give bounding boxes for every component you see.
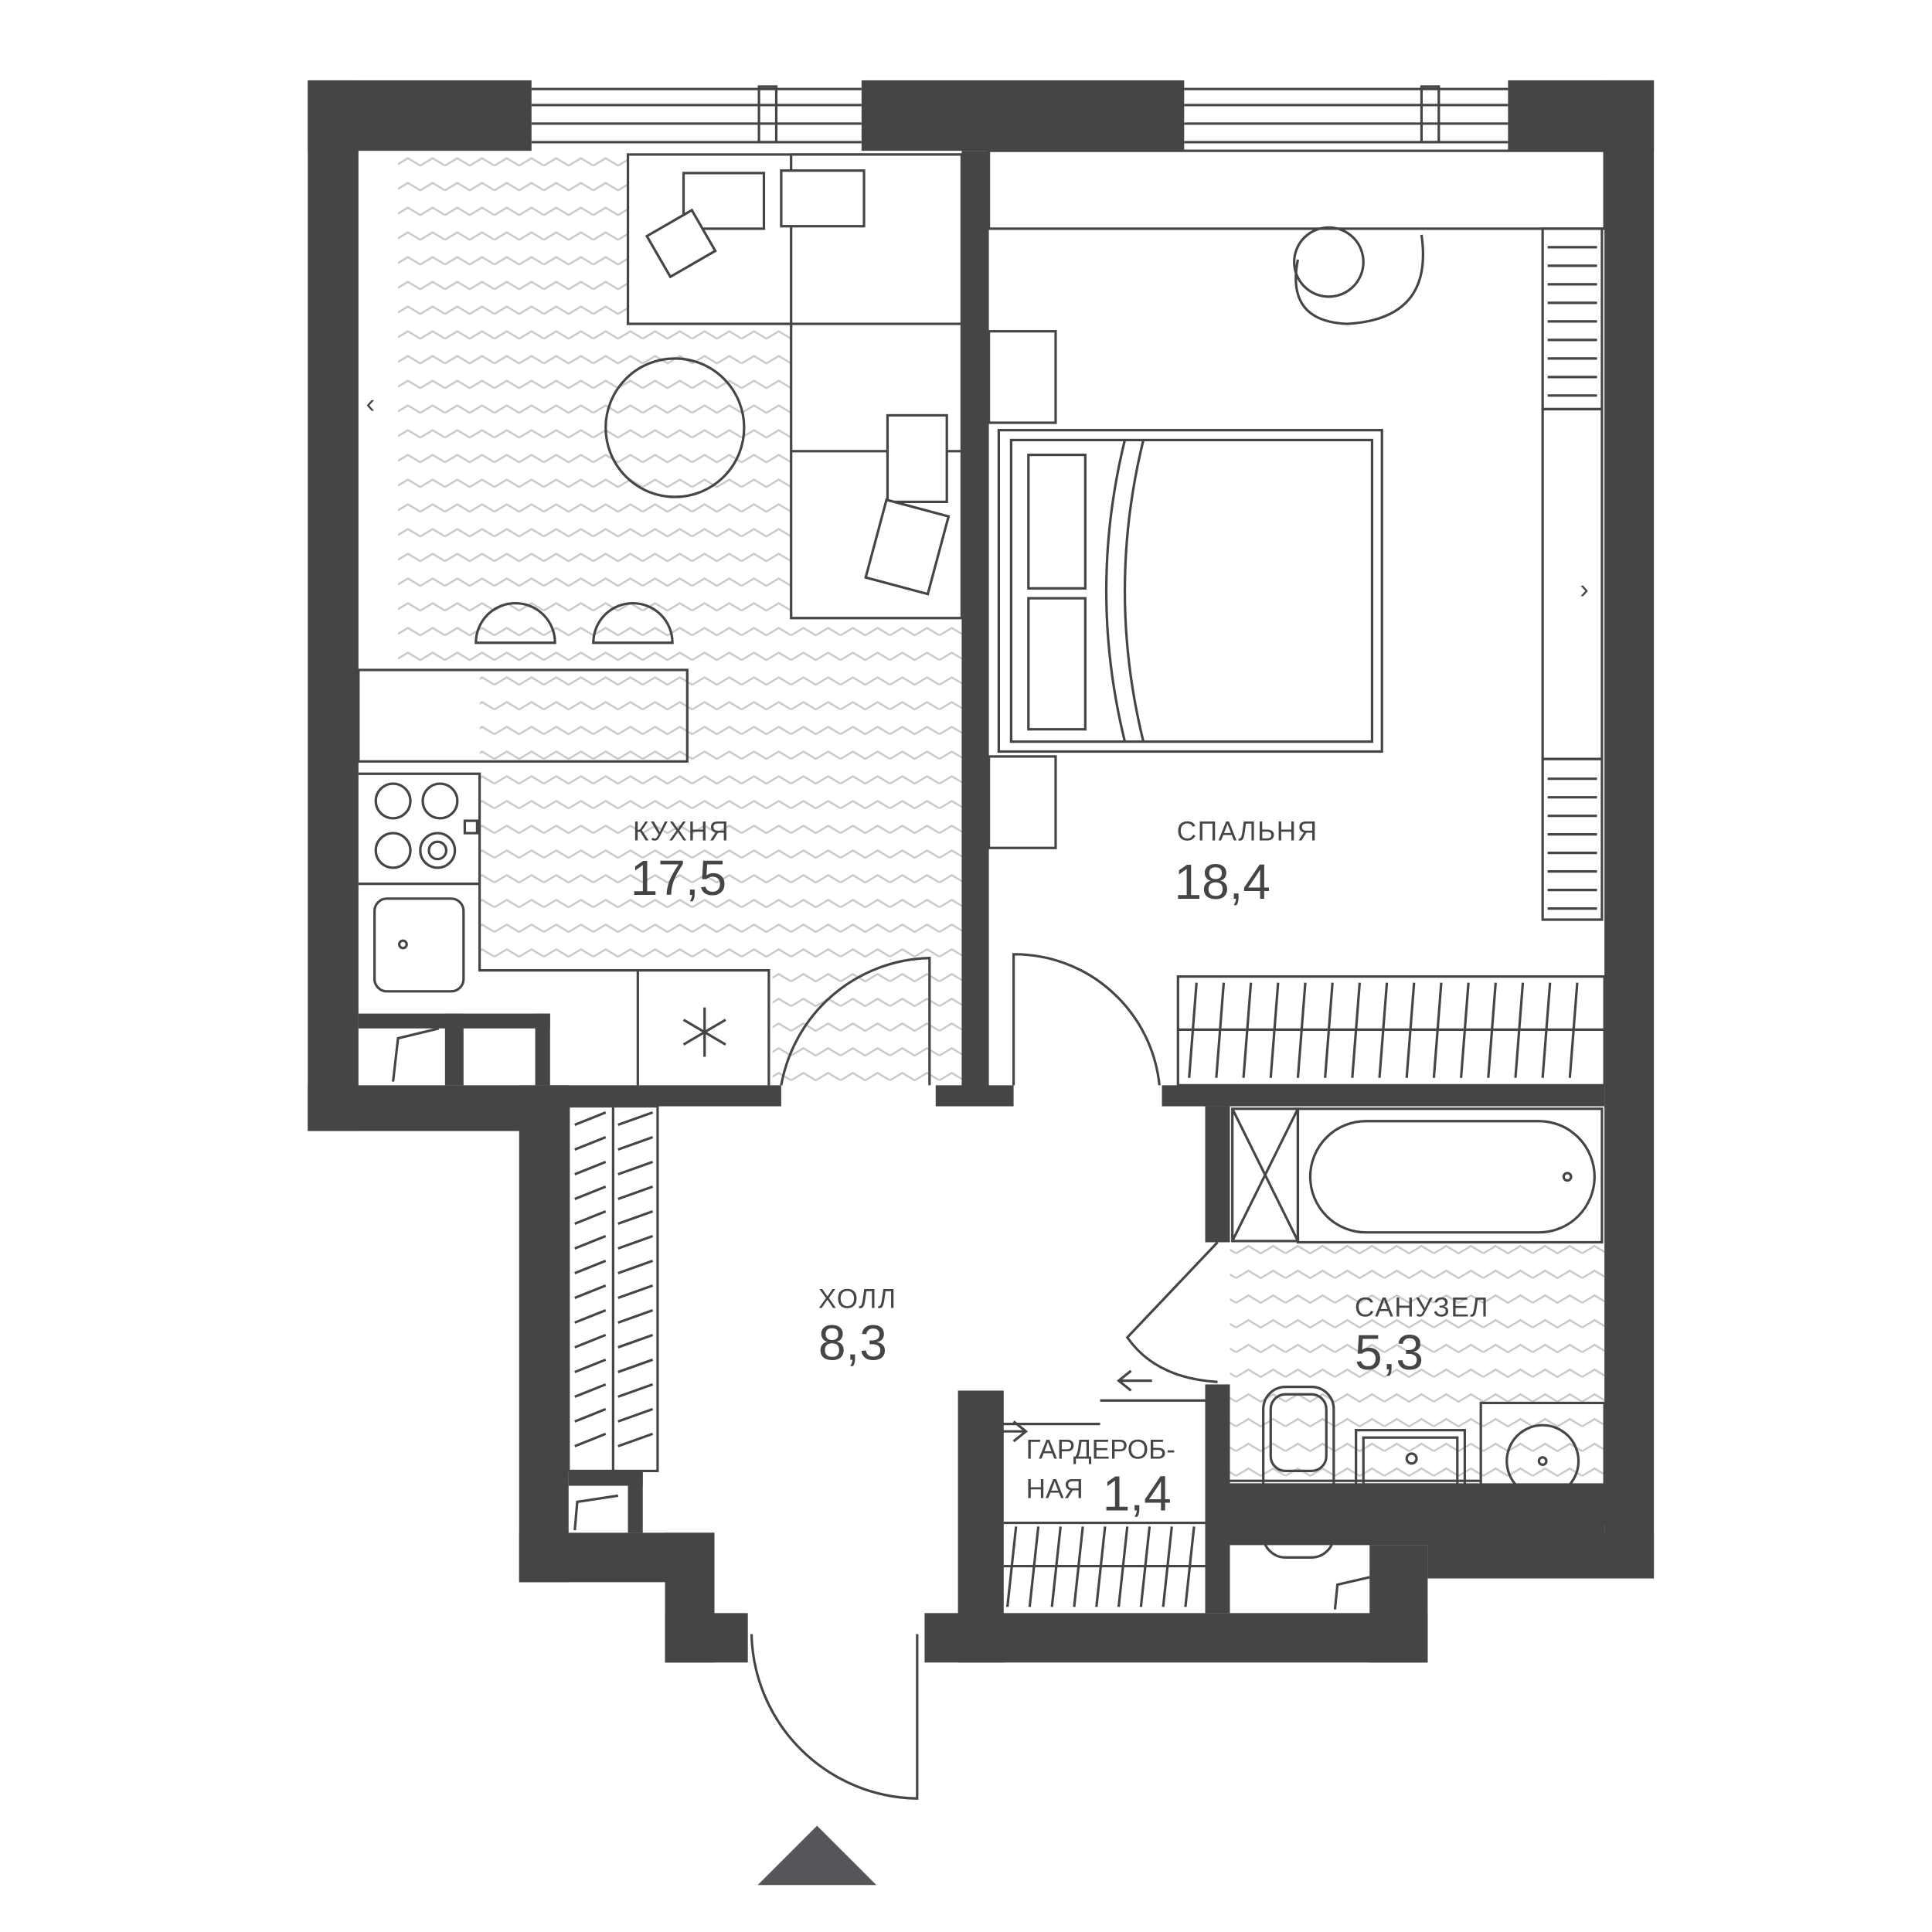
bedroom-area: 18,4: [1175, 854, 1271, 910]
bathroom-door[interactable]: [1125, 1241, 1219, 1383]
wardrobe-name-2: НАЯ: [1026, 1475, 1083, 1505]
dining-table: [604, 357, 746, 498]
bedroom-wardrobe: [1176, 975, 1606, 1087]
window-left: [531, 85, 862, 144]
cooktop-icon: [374, 782, 479, 869]
left-arrow-icon: ‹: [366, 389, 375, 419]
washing-machine: [1479, 1401, 1606, 1526]
kitchen-name: КУХНЯ: [633, 817, 730, 847]
arrows: [976, 1369, 1206, 1443]
radiator-top: [1541, 227, 1604, 411]
sink-icon: [373, 897, 465, 993]
nightstands: [987, 330, 1057, 849]
bed: [997, 429, 1383, 753]
bar-stools: [474, 602, 674, 645]
bedroom-door[interactable]: [1012, 953, 1161, 1086]
walls: [308, 80, 1655, 1663]
bathroom-name: САНУЗЕЛ: [1355, 1292, 1489, 1322]
entrance-marker-icon: [757, 1825, 877, 1886]
fridge-icon: [682, 1007, 726, 1057]
toilet: [1262, 1386, 1335, 1559]
bathtub: [1296, 1107, 1604, 1244]
bedroom-name: СПАЛЬНЯ: [1177, 817, 1318, 847]
wardrobe-rails: [1003, 1521, 1206, 1607]
bathroom-floor: [1230, 1242, 1605, 1484]
shaft-markers: [392, 1027, 1370, 1610]
right-arrow-icon: ›: [1580, 574, 1589, 604]
shower: [1231, 1107, 1300, 1243]
armchair: [1293, 226, 1425, 325]
kitchen-counter: [358, 772, 770, 1086]
wardrobe-area: 1,4: [1103, 1466, 1172, 1522]
kitchen-area: 17,5: [631, 850, 727, 906]
wardrobe-name-1: ГАРДЕРОБ-: [1026, 1434, 1175, 1464]
kitchen-door[interactable]: [780, 956, 931, 1086]
entrance-door[interactable]: [750, 1634, 919, 1800]
hall-area: 8,3: [818, 1315, 887, 1370]
bar-counter: [357, 668, 689, 763]
radiator-bottom: [1541, 757, 1604, 921]
wall-shelf: [1541, 407, 1604, 760]
washbasin: [1355, 1429, 1466, 1494]
window-right: [1184, 85, 1509, 144]
bathroom-area: 5,3: [1355, 1325, 1423, 1380]
hall-name: ХОЛЛ: [818, 1284, 897, 1314]
hall-wardrobe: [567, 1104, 659, 1472]
sofa: [626, 153, 964, 620]
tv-console: [987, 149, 1606, 230]
